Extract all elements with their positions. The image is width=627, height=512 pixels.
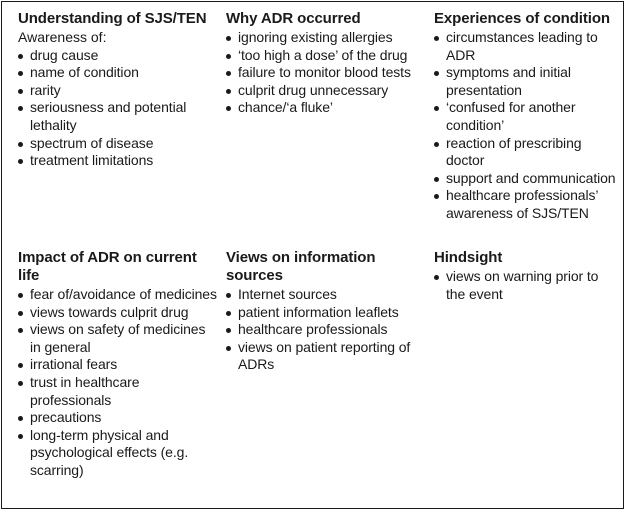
cell-heading: Why ADR occurred bbox=[226, 10, 361, 27]
list-item: treatment limitations bbox=[18, 152, 218, 170]
cell-heading: Experiences of condition bbox=[434, 10, 610, 27]
item-list: views on warning prior to the event bbox=[434, 268, 620, 303]
list-item: symptoms and initial presentation bbox=[434, 64, 620, 99]
list-item: spectrum of disease bbox=[18, 135, 218, 153]
item-list: circumstances leading to ADR symptoms an… bbox=[434, 29, 620, 223]
list-item: precautions bbox=[18, 409, 218, 427]
list-item: views on patient reporting of ADRs bbox=[226, 339, 426, 374]
list-item: rarity bbox=[18, 82, 218, 100]
item-list: Internet sources patient information lea… bbox=[226, 286, 426, 374]
list-item: failure to monitor blood tests bbox=[226, 64, 426, 82]
item-list: drug cause name of condition rarity seri… bbox=[18, 47, 218, 170]
list-item: views towards culprit drug bbox=[18, 304, 218, 322]
list-item: circumstances leading to ADR bbox=[434, 29, 620, 64]
list-item: long-term physical and psychological eff… bbox=[18, 427, 218, 480]
cell-hindsight: Hindsight views on warning prior to the … bbox=[434, 249, 620, 303]
cell-heading: Views on information sources bbox=[226, 249, 376, 284]
cell-intro: Awareness of: bbox=[18, 29, 107, 45]
list-item: trust in healthcare professionals bbox=[18, 374, 218, 409]
list-item: reaction of prescribing doctor bbox=[434, 135, 620, 170]
list-item: drug cause bbox=[18, 47, 218, 65]
list-item: healthcare professionals’ awareness of S… bbox=[434, 187, 620, 222]
list-item: seriousness and potential lethality bbox=[18, 99, 218, 134]
cell-heading: Understanding of SJS/TEN bbox=[18, 10, 207, 27]
cell-experiences: Experiences of condition circumstances l… bbox=[434, 10, 620, 223]
list-item: views on warning prior to the event bbox=[434, 268, 620, 303]
list-item: culprit drug unnecessary bbox=[226, 82, 426, 100]
list-item: irrational fears bbox=[18, 356, 218, 374]
list-item: chance/‘a fluke’ bbox=[226, 99, 426, 117]
list-item: ignoring existing allergies bbox=[226, 29, 426, 47]
list-item: ‘too high a dose’ of the drug bbox=[226, 47, 426, 65]
cell-impact: Impact of ADR on current life fear of/av… bbox=[18, 249, 218, 480]
list-item: Internet sources bbox=[226, 286, 426, 304]
cell-heading: Impact of ADR on current life bbox=[18, 249, 197, 284]
cell-heading: Hindsight bbox=[434, 249, 503, 266]
item-list: ignoring existing allergies ‘too high a … bbox=[226, 29, 426, 117]
list-item: fear of/avoidance of medicines bbox=[18, 286, 218, 304]
item-list: fear of/avoidance of medicines views tow… bbox=[18, 286, 218, 480]
cell-why-adr: Why ADR occurred ignoring existing aller… bbox=[226, 10, 426, 117]
list-item: ‘confused for another condition’ bbox=[434, 99, 620, 134]
cell-information-sources: Views on information sources Internet so… bbox=[226, 249, 426, 374]
list-item: name of condition bbox=[18, 64, 218, 82]
list-item: healthcare professionals bbox=[226, 321, 426, 339]
list-item: views on safety of medicines in general bbox=[18, 321, 218, 356]
list-item: support and communication bbox=[434, 170, 620, 188]
list-item: patient information leaflets bbox=[226, 304, 426, 322]
cell-understanding: Understanding of SJS/TEN Awareness of: d… bbox=[18, 10, 218, 170]
